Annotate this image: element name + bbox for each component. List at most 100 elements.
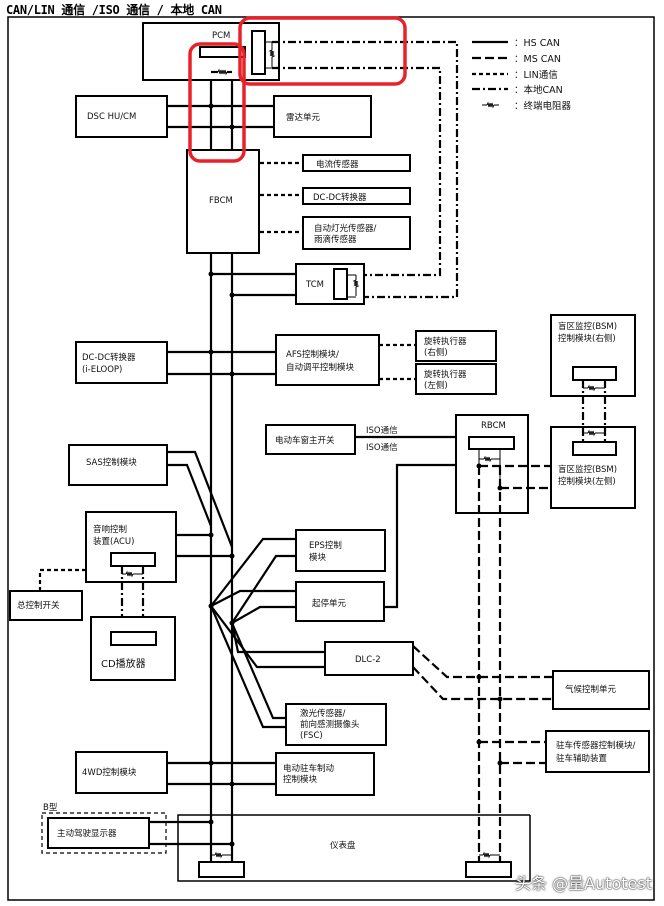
svg-text:4WD控制模块: 4WD控制模块 bbox=[82, 767, 137, 778]
module-parking-sensor[interactable]: 驻车传感器控制模块/ 驻车辅助装置 bbox=[545, 730, 650, 773]
svg-text:总控制开关: 总控制开关 bbox=[17, 600, 60, 611]
module-eps[interactable]: EPS控制 模块 bbox=[295, 529, 386, 572]
b-type-dashed-frame bbox=[41, 812, 167, 854]
module-master-switch[interactable]: 总控制开关 bbox=[9, 590, 83, 621]
iso-label-2: ISO通信 bbox=[366, 442, 398, 453]
svg-text:控制模块(右侧): 控制模块(右侧) bbox=[558, 333, 616, 344]
svg-text:激光传感器/: 激光传感器/ bbox=[300, 708, 346, 719]
svg-text:RBCM: RBCM bbox=[481, 421, 506, 431]
svg-text:(i-ELOOP): (i-ELOOP) bbox=[82, 365, 122, 375]
fbcm-label: FBCM bbox=[209, 196, 233, 206]
svg-text:起停单元: 起停单元 bbox=[312, 598, 347, 609]
terminal-resistor-icon bbox=[211, 851, 232, 859]
pcm-local-connector bbox=[251, 30, 266, 75]
dsc-label: DSC HU/CM bbox=[87, 112, 136, 122]
module-4wd[interactable]: 4WD控制模块 bbox=[75, 751, 168, 794]
module-tcm[interactable]: TCM bbox=[295, 263, 365, 305]
legend-resistor-icon bbox=[482, 101, 499, 109]
module-fbcm[interactable]: FBCM bbox=[186, 149, 260, 254]
module-dlc2[interactable]: DLC-2 bbox=[324, 641, 414, 676]
module-pcm[interactable]: PCM bbox=[142, 22, 280, 81]
highlight-local-can-pcm bbox=[238, 16, 407, 86]
module-dcdc[interactable]: DC-DC转换器 bbox=[302, 187, 411, 205]
svg-text:仪表盘: 仪表盘 bbox=[330, 840, 356, 851]
svg-text:装置(ACU): 装置(ACU) bbox=[93, 536, 134, 547]
svg-text:控制模块: 控制模块 bbox=[283, 774, 318, 785]
module-sas[interactable]: SAS控制模块 bbox=[68, 444, 168, 486]
svg-text:电动驻车制动: 电动驻车制动 bbox=[283, 763, 335, 774]
svg-text:盲区监控(BSM): 盲区监控(BSM) bbox=[558, 464, 617, 475]
terminal-resistor-icon bbox=[347, 274, 360, 298]
svg-text:控制模块(左侧): 控制模块(左侧) bbox=[558, 476, 616, 487]
local-can-pcm-tcm-2 bbox=[272, 66, 442, 277]
svg-text:驻车辅助装置: 驻车辅助装置 bbox=[556, 753, 608, 764]
module-hud[interactable]: 主动驾驶显示器 bbox=[47, 817, 150, 849]
terminal-resistor-icon bbox=[211, 68, 232, 76]
svg-text:DC-DC转换器: DC-DC转换器 bbox=[313, 192, 367, 203]
module-rbcm[interactable]: RBCM bbox=[455, 414, 529, 514]
svg-text:(右侧): (右侧) bbox=[424, 347, 448, 358]
legend-ms-label: ：MS CAN bbox=[514, 54, 561, 65]
module-afs[interactable]: AFS控制模块/ 自动调平控制模块 bbox=[275, 334, 380, 386]
svg-text:自动灯光传感器/: 自动灯光传感器/ bbox=[314, 223, 377, 234]
terminal-resistor-icon bbox=[583, 429, 605, 437]
terminal-resistor-icon bbox=[265, 41, 276, 69]
svg-text:(FSC): (FSC) bbox=[300, 731, 323, 741]
svg-text:AFS控制模块/: AFS控制模块/ bbox=[286, 349, 339, 360]
module-epb[interactable]: 电动驻车制动 控制模块 bbox=[275, 752, 375, 796]
module-current-sensor[interactable]: 电流传感器 bbox=[302, 154, 411, 172]
module-acu[interactable]: 音响控制 装置(ACU) bbox=[85, 511, 177, 583]
module-rotary-actuator-right[interactable]: 旋转执行器 (右侧) bbox=[415, 330, 497, 362]
module-laser-fsc[interactable]: 激光传感器/ 前向感测摄像头 (FSC) bbox=[285, 703, 387, 746]
watermark: 头条 @量Autotest bbox=[515, 874, 652, 893]
legend: ：HS CAN ：MS CAN ：LIN通信 ：本地CAN ：终端电阻器 bbox=[472, 38, 572, 112]
module-start-stop[interactable]: 起停单元 bbox=[295, 581, 385, 622]
svg-text:DC-DC转换器: DC-DC转换器 bbox=[82, 352, 136, 363]
terminal-resistor-icon bbox=[122, 570, 143, 578]
module-bsm-right[interactable]: 盲区监控(BSM) 控制模块(右侧) bbox=[550, 314, 636, 397]
module-climate-control[interactable]: 气候控制单元 bbox=[552, 670, 650, 710]
module-rotary-actuator-left[interactable]: 旋转执行器 (左侧) bbox=[415, 363, 497, 395]
terminal-resistor-icon bbox=[479, 851, 500, 859]
svg-text:自动调平控制模块: 自动调平控制模块 bbox=[286, 362, 355, 373]
svg-text:EPS控制: EPS控制 bbox=[309, 540, 342, 551]
module-cd-player[interactable]: CD播放器 bbox=[90, 616, 176, 681]
dsc-box bbox=[75, 95, 168, 138]
svg-text:TCM: TCM bbox=[305, 280, 324, 290]
diagram-title: CAN/LIN 通信 /ISO 通信 / 本地 CAN bbox=[6, 3, 222, 17]
svg-text:模块: 模块 bbox=[309, 552, 327, 563]
radar-box bbox=[273, 95, 372, 138]
svg-text:气候控制单元: 气候控制单元 bbox=[565, 684, 617, 695]
fbcm-box bbox=[186, 149, 260, 254]
svg-text:(左侧): (左侧) bbox=[424, 380, 448, 391]
svg-text:雨滴传感器: 雨滴传感器 bbox=[314, 234, 357, 245]
module-dcdc-iloop[interactable]: DC-DC转换器 (i-ELOOP) bbox=[75, 341, 168, 384]
svg-text:盲区监控(BSM): 盲区监控(BSM) bbox=[558, 321, 617, 332]
terminal-resistor-icon bbox=[583, 384, 605, 392]
pcm-label: PCM bbox=[212, 31, 230, 41]
module-instrument-cluster[interactable]: 仪表盘 bbox=[177, 814, 531, 882]
module-bsm-left[interactable]: 盲区监控(BSM) 控制模块(左侧) bbox=[550, 426, 636, 509]
b-type-label: B型 bbox=[43, 803, 58, 813]
svg-text:前向感测摄像头: 前向感测摄像头 bbox=[300, 719, 360, 730]
module-radar[interactable]: 雷达单元 bbox=[273, 95, 372, 138]
module-window-switch[interactable]: 电动车窗主开关 bbox=[265, 424, 356, 455]
svg-text:电动车窗主开关: 电动车窗主开关 bbox=[275, 435, 335, 446]
local-can-pcm-tcm-1 bbox=[272, 40, 459, 299]
legend-local-label: ：本地CAN bbox=[514, 84, 563, 96]
module-dsc[interactable]: DSC HU/CM bbox=[75, 95, 168, 138]
svg-text:电流传感器: 电流传感器 bbox=[316, 159, 359, 170]
legend-lin-label: ：LIN通信 bbox=[514, 69, 558, 81]
svg-text:主动驾驶显示器: 主动驾驶显示器 bbox=[57, 828, 117, 839]
legend-hs-label: ：HS CAN bbox=[514, 38, 560, 49]
svg-text:旋转执行器: 旋转执行器 bbox=[424, 336, 467, 347]
svg-text:音响控制: 音响控制 bbox=[93, 524, 127, 535]
svg-text:CD播放器: CD播放器 bbox=[101, 657, 146, 670]
legend-resistor-label: ：终端电阻器 bbox=[514, 100, 572, 112]
svg-text:DLC-2: DLC-2 bbox=[355, 655, 381, 665]
radar-label: 雷达单元 bbox=[286, 112, 321, 123]
svg-text:驻车传感器控制模块/: 驻车传感器控制模块/ bbox=[556, 740, 636, 751]
module-light-rain-sensor[interactable]: 自动灯光传感器/ 雨滴传感器 bbox=[302, 216, 411, 250]
svg-text:旋转执行器: 旋转执行器 bbox=[424, 369, 467, 380]
